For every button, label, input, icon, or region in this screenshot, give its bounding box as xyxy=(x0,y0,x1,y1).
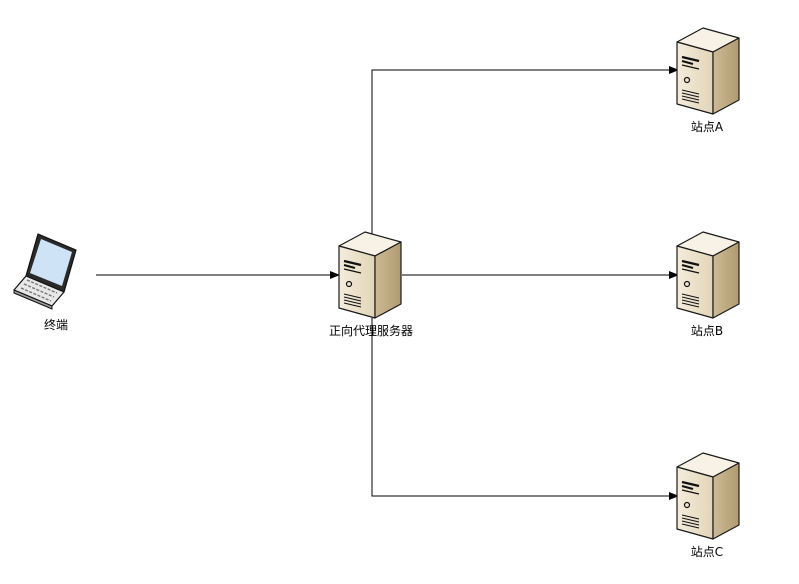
connector-lines xyxy=(96,66,679,500)
server-icon xyxy=(675,230,741,320)
proxy-server-label: 正向代理服务器 xyxy=(328,324,414,338)
edge-proxy-site-a xyxy=(371,66,679,238)
laptop-icon xyxy=(13,233,77,310)
edge-proxy-site-c xyxy=(371,318,679,500)
server-icon xyxy=(675,451,741,541)
server-icon xyxy=(675,26,741,116)
site-b-label: 站点B xyxy=(690,324,724,338)
site-c-label: 站点C xyxy=(690,545,724,559)
server-icon xyxy=(337,230,403,320)
terminal-label: 终端 xyxy=(43,318,69,332)
site-a-label: 站点A xyxy=(690,120,724,134)
